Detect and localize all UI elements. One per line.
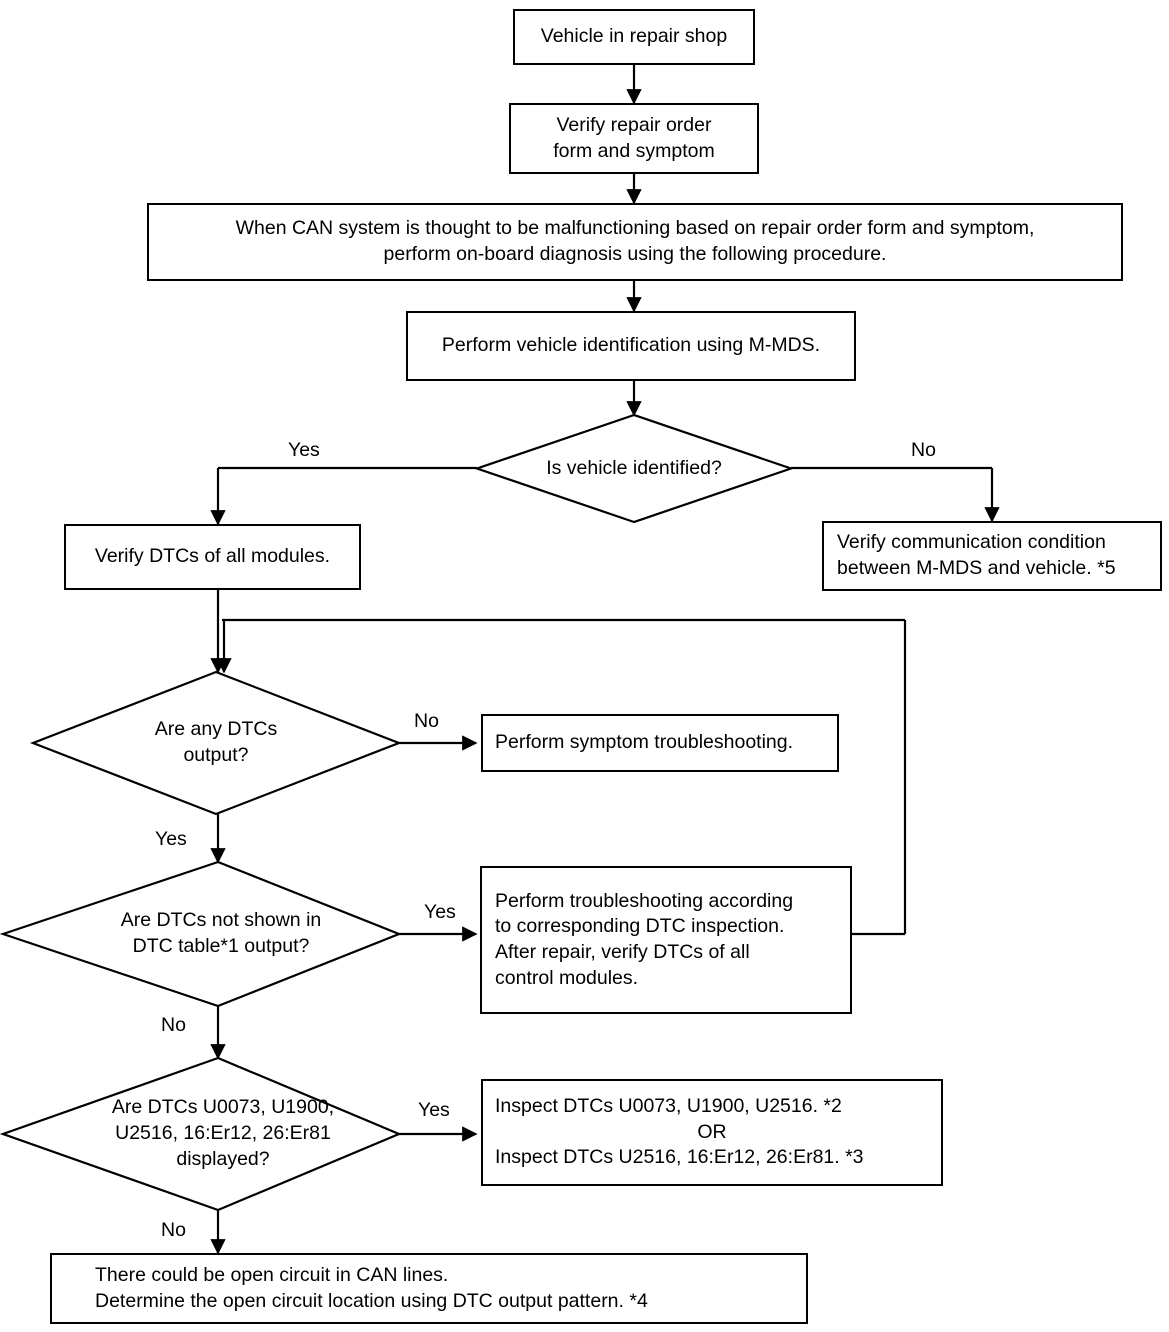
edge-label-specific-dtcs-no: No bbox=[161, 1219, 186, 1241]
node-text-line1: There could be open circuit in CAN lines… bbox=[95, 1263, 449, 1286]
node-text: Perform troubleshooting according to cor… bbox=[495, 889, 794, 989]
edge-label-not-in-table-yes: Yes bbox=[424, 901, 456, 923]
node-text: Perform vehicle identification using M-M… bbox=[441, 334, 821, 357]
edge-label-specific-dtcs-yes: Yes bbox=[418, 1099, 450, 1121]
node-text: Verify communication condition between M… bbox=[837, 531, 1116, 579]
node-text-line2: Determine the open circuit location usin… bbox=[95, 1289, 648, 1312]
edge-label-dtcs-output-yes: Yes bbox=[155, 828, 187, 850]
node-verify-dtcs-all-modules: Verify DTCs of all modules. bbox=[64, 524, 361, 590]
edge-label-dtcs-output-no: No bbox=[414, 710, 439, 732]
node-text: Perform symptom troubleshooting. bbox=[495, 731, 794, 754]
node-can-malfunction-intro: When CAN system is thought to be malfunc… bbox=[147, 203, 1123, 281]
decision-specific-dtcs-displayed: Are DTCs U0073, U1900, U2516, 16:Er12, 2… bbox=[0, 1056, 402, 1212]
node-open-circuit-conclusion: There could be open circuit in CAN lines… bbox=[50, 1253, 808, 1324]
edge-label-identified-yes: Yes bbox=[288, 439, 320, 461]
decision-are-any-dtcs-output: Are any DTCs output? bbox=[29, 670, 403, 816]
node-text-line2: OR bbox=[697, 1120, 727, 1143]
node-text-line1: Inspect DTCs U0073, U1900, U2516. *2 bbox=[495, 1094, 842, 1117]
decision-is-vehicle-identified: Is vehicle identified? bbox=[473, 413, 795, 524]
node-text: Verify DTCs of all modules. bbox=[94, 545, 331, 568]
node-perform-vehicle-identification: Perform vehicle identification using M-M… bbox=[406, 311, 856, 381]
node-verify-repair-order: Verify repair order form and symptom bbox=[509, 103, 759, 174]
node-verify-communication-condition: Verify communication condition between M… bbox=[822, 521, 1162, 591]
decision-dtcs-not-in-table: Are DTCs not shown in DTC table*1 output… bbox=[0, 860, 402, 1008]
node-perform-symptom-troubleshooting: Perform symptom troubleshooting. bbox=[481, 714, 839, 772]
node-vehicle-in-repair-shop: Vehicle in repair shop bbox=[513, 9, 755, 65]
node-text: When CAN system is thought to be malfunc… bbox=[235, 217, 1035, 265]
node-text-line3: Inspect DTCs U2516, 16:Er12, 26:Er81. *3 bbox=[495, 1146, 864, 1169]
node-text: Verify repair order form and symptom bbox=[553, 113, 715, 162]
edge-label-identified-no: No bbox=[911, 439, 936, 461]
node-text: Vehicle in repair shop bbox=[540, 25, 728, 48]
edge-label-not-in-table-no: No bbox=[161, 1014, 186, 1036]
node-perform-troubleshooting-dtc-inspection: Perform troubleshooting according to cor… bbox=[480, 866, 852, 1014]
node-inspect-dtcs: Inspect DTCs U0073, U1900, U2516. *2 OR … bbox=[481, 1079, 943, 1186]
